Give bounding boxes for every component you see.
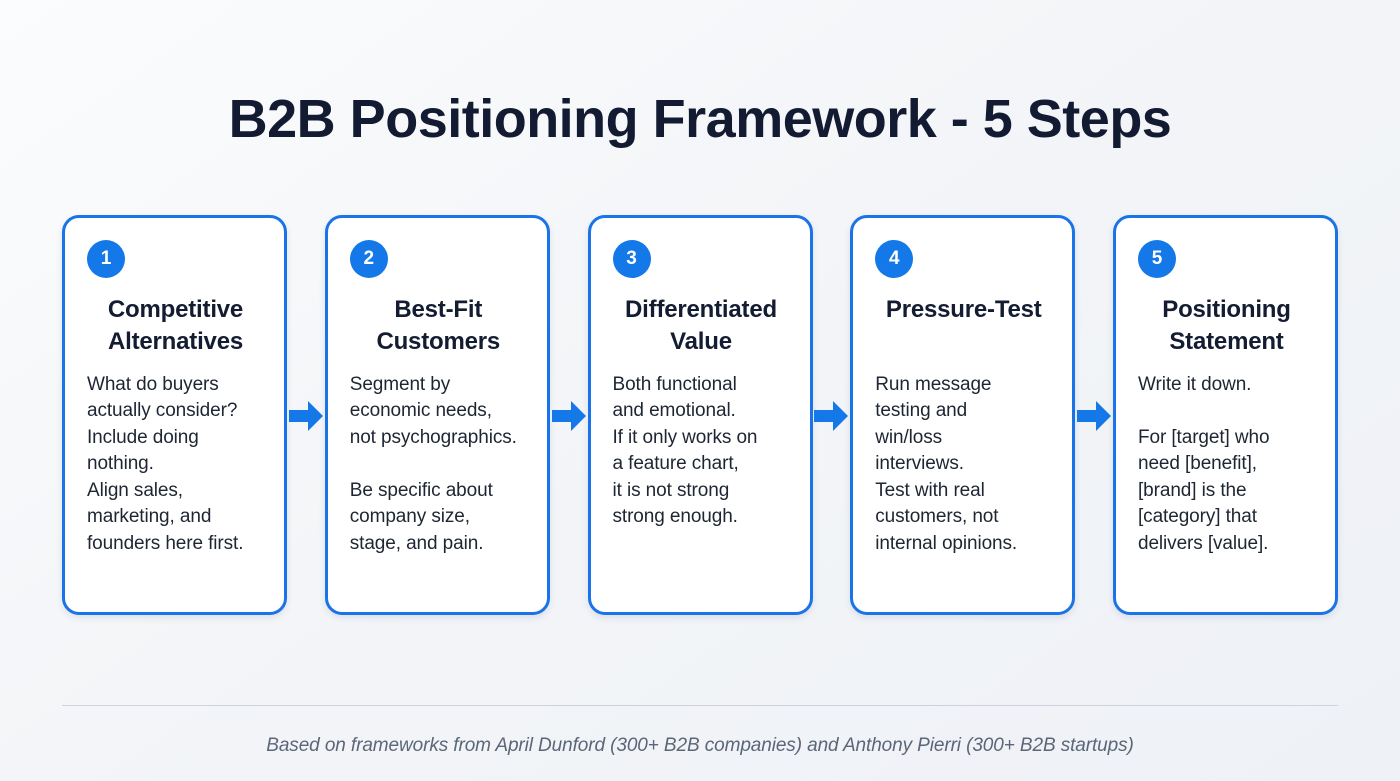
step-body-2: Segment by economic needs, not psychogra… (349, 373, 517, 554)
step-number-badge-4: 4 (875, 240, 914, 278)
step-card-4[interactable]: 4 Pressure-Test Run message testing and … (850, 215, 1076, 615)
step-body-4: Run message testing and win/loss intervi… (875, 373, 1018, 554)
step-number-badge-1: 1 (87, 240, 125, 278)
connector-2 (550, 215, 588, 615)
footer-credit: Based on frameworks from April Dunford (… (266, 735, 1134, 756)
page-title: B2B Positioning Framework - 5 Steps (228, 89, 1172, 150)
step-body-1: What do buyers actually consider? Includ… (87, 373, 244, 554)
step-card-5[interactable]: 5 Positioning Statement Write it down. F… (1113, 215, 1338, 615)
step-title-2: Best-Fit Customers (376, 296, 501, 355)
step-body-5: Write it down. For [target] who need [be… (1138, 373, 1270, 554)
step-title-3: Differentiated Value (625, 296, 777, 355)
step-number-badge-2: 2 (349, 240, 388, 278)
arrow-right-icon (288, 401, 323, 431)
step-card-2[interactable]: 2 Best-Fit Customers Segment by economic… (324, 215, 550, 615)
steps-row: 1 Competitive Alternatives What do buyer… (62, 215, 1338, 615)
step-body-3: Both functional and emotional. If it onl… (612, 373, 758, 528)
arrow-right-icon (1077, 401, 1112, 431)
arrow-right-icon (814, 401, 849, 431)
arrow-right-icon (551, 401, 586, 431)
step-title-4: Pressure-Test (885, 296, 1042, 323)
step-card-1[interactable]: 1 Competitive Alternatives What do buyer… (62, 215, 287, 615)
step-number-badge-5: 5 (1138, 240, 1176, 278)
connector-3 (813, 215, 851, 615)
step-title-5: Positioning Statement (1162, 296, 1291, 355)
step-number-badge-3: 3 (612, 240, 651, 278)
footer-divider (62, 705, 1338, 706)
connector-4 (1075, 215, 1113, 615)
connector-1 (287, 215, 325, 615)
step-title-1: Competitive Alternatives (107, 296, 244, 355)
step-card-3[interactable]: 3 Differentiated Value Both functional a… (587, 215, 813, 615)
